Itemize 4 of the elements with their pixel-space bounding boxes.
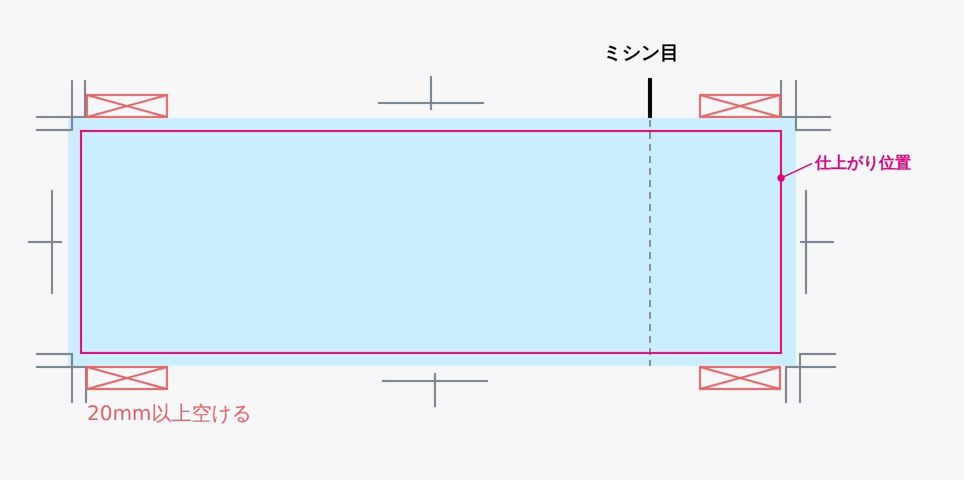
leader-line	[777, 162, 812, 182]
margin-note: 20mm以上空ける	[87, 400, 252, 427]
perforation-label: ミシン目	[603, 41, 679, 66]
trim-label: 仕上がり位置	[815, 153, 911, 174]
